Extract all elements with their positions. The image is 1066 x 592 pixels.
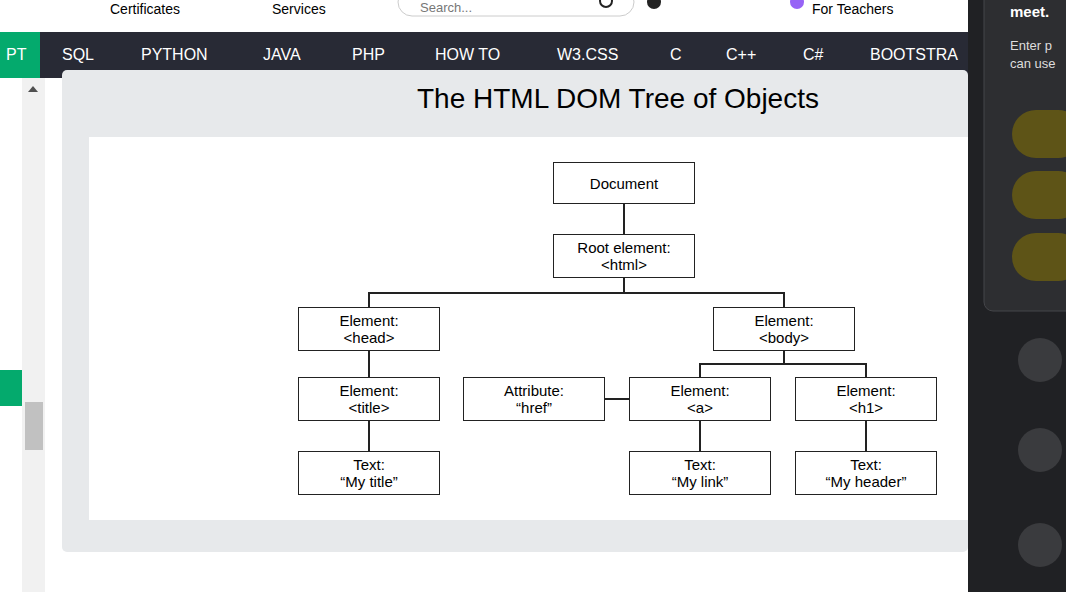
tree-connector (699, 421, 700, 451)
top-link: For Teachers (812, 1, 893, 17)
tree-connector (368, 351, 369, 377)
popup-text: can use (1010, 56, 1056, 71)
example-panel (62, 70, 968, 552)
sidebar-marker (0, 370, 22, 406)
dom-node-box: Root element:<html> (553, 234, 695, 278)
node-text: “My link” (672, 473, 729, 490)
teacher-icon (790, 0, 804, 9)
node-text: Element: (670, 382, 729, 399)
nav-item: SQL (62, 46, 94, 64)
node-text: “My title” (340, 473, 398, 490)
search-placeholder: Search... (420, 0, 472, 15)
search-box (398, 0, 634, 16)
nav-item: W3.CSS (557, 46, 618, 64)
dom-node-box: Text:“My link” (629, 451, 771, 495)
nav-item: C (670, 46, 682, 64)
dom-node-box: Document (553, 162, 695, 204)
tree-connector (624, 278, 784, 307)
tree-connector (784, 351, 866, 377)
popup-heading: meet. (1010, 3, 1049, 20)
dom-node-box: Text:“My header” (795, 451, 937, 495)
nav-item: HOW TO (435, 46, 500, 64)
tree-connector (368, 421, 369, 451)
node-text: Element: (339, 312, 398, 329)
nav-item: PT (6, 46, 26, 64)
node-text: <h1> (849, 399, 883, 416)
node-text: Root element: (577, 239, 670, 256)
node-text: “href” (516, 399, 552, 416)
popup (984, 0, 1066, 311)
nav-item: C++ (726, 46, 756, 64)
node-text: <title> (349, 399, 390, 416)
user-icon (647, 0, 661, 9)
node-text: Text: (353, 456, 385, 473)
node-text: Document (590, 175, 658, 192)
nav-item: PYTHON (141, 46, 208, 64)
dom-node-box: Attribute:“href” (463, 377, 605, 421)
nav-item: BOOTSTRA (870, 46, 958, 64)
node-text: Element: (754, 312, 813, 329)
tree-connector (865, 421, 866, 451)
dom-node-box: Text:“My title” (298, 451, 440, 495)
diagram-ground (89, 137, 968, 520)
dom-node-box: Element:<a> (629, 377, 771, 421)
node-text: <body> (759, 329, 809, 346)
node-text: Text: (850, 456, 882, 473)
popup-text: Enter p (1010, 38, 1052, 53)
node-text: <html> (601, 256, 647, 273)
scrollbar-track (22, 78, 45, 592)
diagram-title: The HTML DOM Tree of Objects (417, 83, 819, 115)
popup-button (1012, 110, 1066, 158)
tree-connector (623, 204, 624, 234)
tree-connector (369, 278, 624, 307)
scrollbar-thumb (25, 402, 43, 450)
node-text: Attribute: (504, 382, 564, 399)
search-icon (600, 0, 612, 7)
tree-connector (700, 351, 784, 377)
node-text: Element: (339, 382, 398, 399)
nav-item: C# (803, 46, 823, 64)
node-text: Element: (836, 382, 895, 399)
popup-button (1012, 233, 1066, 281)
tree-connector (605, 398, 629, 399)
avatar (1018, 428, 1062, 472)
dom-node-box: Element:<body> (713, 307, 855, 351)
node-text: Text: (684, 456, 716, 473)
nav-item: PHP (352, 46, 385, 64)
avatar (1018, 523, 1062, 567)
dom-node-box: Element:<title> (298, 377, 440, 421)
node-text: <head> (344, 329, 395, 346)
dom-node-box: Element:<head> (298, 307, 440, 351)
avatar (1018, 338, 1062, 382)
top-link: Services (272, 1, 326, 17)
node-text: “My header” (826, 473, 907, 490)
popup-button (1012, 171, 1066, 219)
dom-node-box: Element:<h1> (795, 377, 937, 421)
node-text: <a> (687, 399, 713, 416)
top-link: Certificates (110, 1, 180, 17)
nav-active (0, 32, 40, 78)
scroll-arrow (28, 86, 38, 92)
nav-item: JAVA (263, 46, 301, 64)
